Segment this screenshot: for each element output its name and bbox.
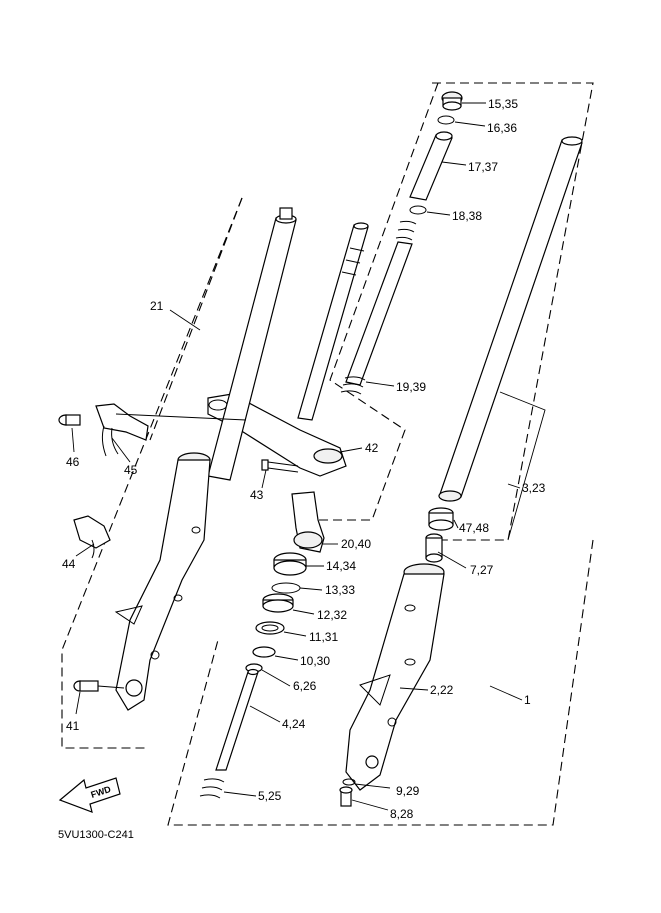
cap-bolt-15-35 bbox=[441, 91, 463, 111]
oil-seal-14-34 bbox=[273, 552, 307, 576]
group-outline-right-fork-internals bbox=[432, 82, 594, 541]
label-4-24: 4,24 bbox=[282, 717, 306, 731]
label-7-27: 7,27 bbox=[470, 563, 494, 577]
bushing-11-31 bbox=[255, 621, 285, 635]
forward-direction-arrow: FWD bbox=[58, 777, 121, 813]
gasket-9-29 bbox=[342, 778, 356, 786]
label-20-40: 20,40 bbox=[341, 537, 371, 551]
bracket-20-40 bbox=[291, 491, 325, 553]
label-42: 42 bbox=[365, 441, 379, 455]
label-10-30: 10,30 bbox=[300, 654, 330, 668]
o-ring-16-36 bbox=[437, 115, 455, 125]
group-outlines bbox=[61, 82, 594, 826]
clamp-44 bbox=[73, 515, 111, 559]
group-outline-spring-set bbox=[298, 82, 439, 521]
steering-stem bbox=[297, 222, 369, 421]
label-13-33: 13,33 bbox=[325, 583, 355, 597]
label-9-29: 9,29 bbox=[396, 784, 420, 798]
clip-13-33 bbox=[271, 582, 301, 594]
label-19-39: 19,39 bbox=[396, 380, 426, 394]
label-12-32: 12,32 bbox=[317, 608, 347, 622]
label-21: 21 bbox=[150, 299, 164, 313]
group-outline-left-inner bbox=[149, 197, 243, 441]
label-15-35: 15,35 bbox=[488, 97, 518, 111]
leader-lines bbox=[71, 102, 546, 811]
label-44: 44 bbox=[62, 557, 76, 571]
left-outer-tube bbox=[114, 452, 211, 711]
fork-spring-19-39 bbox=[340, 220, 417, 395]
label-46: 46 bbox=[66, 455, 80, 469]
group-outline-left-fork-assembly bbox=[61, 197, 243, 749]
damper-rod-4-24 bbox=[215, 668, 259, 771]
leader-45-to-bracket bbox=[115, 413, 247, 421]
label-45: 45 bbox=[124, 463, 138, 477]
label-11-31: 11,31 bbox=[309, 630, 338, 644]
outer-tube-2-22 bbox=[345, 563, 445, 791]
inner-tube-3-23 bbox=[438, 136, 583, 502]
left-inner-tube bbox=[207, 207, 297, 481]
bushing-10-30 bbox=[252, 646, 276, 658]
label-14-34: 14,34 bbox=[326, 559, 356, 573]
label-6-26: 6,26 bbox=[293, 679, 317, 693]
dust-seal-47-48 bbox=[428, 507, 454, 531]
bolt-46 bbox=[58, 414, 81, 426]
label-43: 43 bbox=[250, 488, 264, 502]
label-47-48: 47,48 bbox=[459, 521, 489, 535]
washer-12-32 bbox=[262, 593, 294, 613]
label-5-25: 5,25 bbox=[258, 789, 282, 803]
label-3-23: 3,23 bbox=[522, 481, 546, 495]
label-41: 41 bbox=[66, 719, 80, 733]
part-labels: 15,35 16,36 17,37 18,38 19,39 21 42 46 4… bbox=[62, 97, 546, 821]
bolt-8-28 bbox=[339, 786, 353, 807]
bolt-43 bbox=[261, 459, 299, 473]
spacer-17-37 bbox=[409, 131, 453, 201]
rebound-spring-5-25 bbox=[199, 778, 225, 799]
sensor-bracket-45 bbox=[95, 403, 149, 457]
diagram-code: 5VU1300-C241 bbox=[58, 829, 134, 841]
group-outline-right-fork-assembly bbox=[167, 539, 594, 826]
label-16-36: 16,36 bbox=[487, 121, 517, 135]
bolt-41 bbox=[73, 680, 125, 692]
label-2-22: 2,22 bbox=[430, 683, 454, 697]
label-8-28: 8,28 bbox=[390, 807, 414, 821]
label-1: 1 bbox=[524, 693, 531, 707]
washer-18-38 bbox=[409, 205, 427, 215]
label-18-38: 18,38 bbox=[452, 209, 482, 223]
cap-7-27 bbox=[425, 533, 443, 563]
label-17-37: 17,37 bbox=[468, 160, 498, 174]
